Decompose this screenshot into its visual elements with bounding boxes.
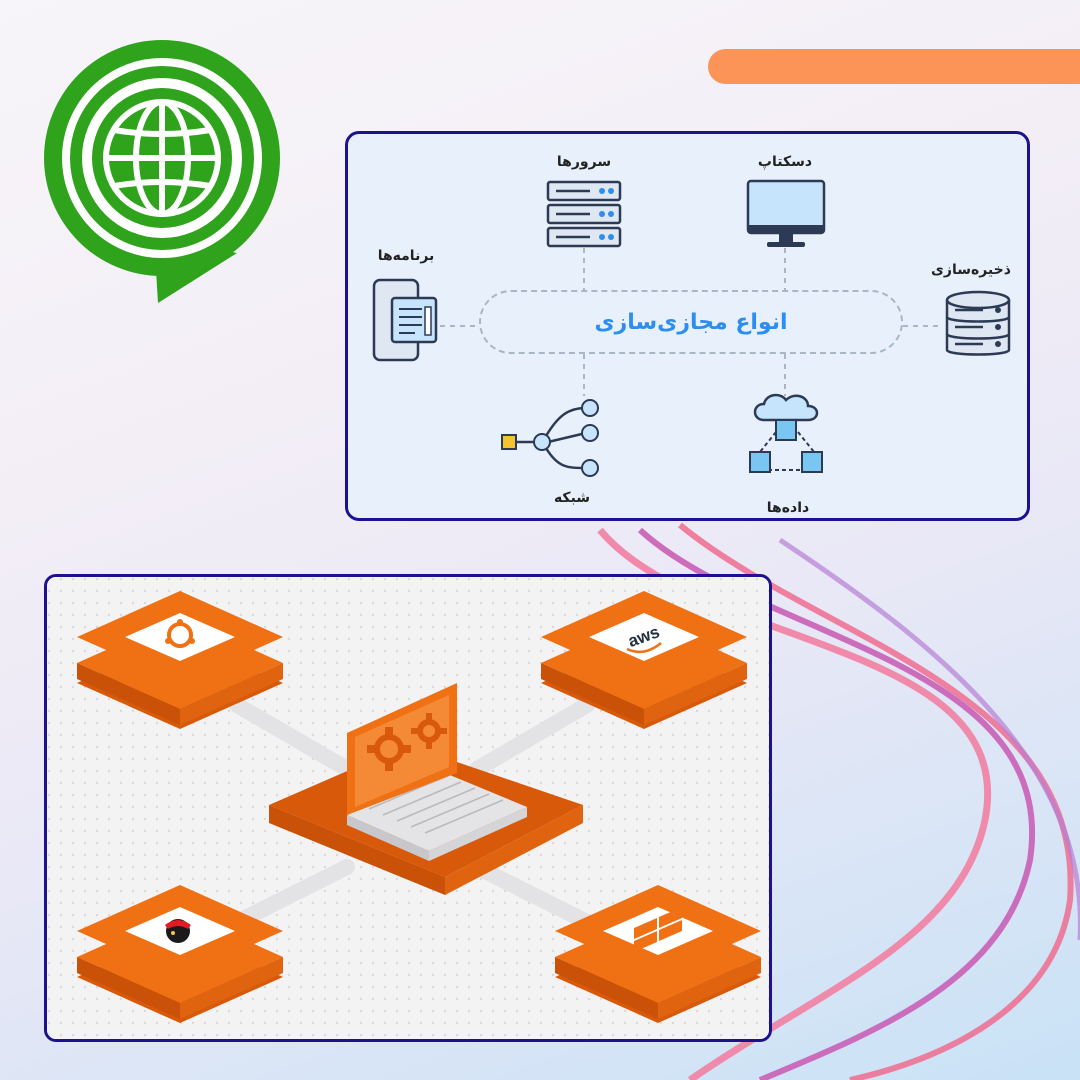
- redhat-platform: [77, 885, 283, 1023]
- data-label: داده‌ها: [766, 500, 810, 516]
- windows-platform: [555, 885, 761, 1023]
- desktop-monitor-icon: [746, 179, 826, 247]
- desktop-label: دسکتاپ: [757, 154, 813, 170]
- network-label: شبکه: [553, 490, 591, 506]
- ubuntu-platform: [77, 591, 283, 729]
- applications-phone-icon: [372, 278, 438, 362]
- network-tree-icon: [501, 399, 599, 477]
- servers-label: سرورها: [556, 154, 612, 170]
- data-cloud-cubes-icon: [749, 393, 823, 473]
- connector-lines: [440, 248, 938, 396]
- center-topic: انواع مجازی‌سازی: [479, 290, 903, 354]
- diagram-title: انواع مجازی‌سازی: [594, 309, 788, 335]
- laptop-gears-platform: [269, 683, 583, 895]
- virtualization-types-diagram: انواع مجازی‌سازی سرورها دسکتاپ برنامه‌ها: [345, 131, 1030, 521]
- storage-label: ذخیره‌سازی: [931, 262, 1011, 278]
- storage-database-icon: [945, 290, 1011, 356]
- orange-accent-bar: [708, 49, 1080, 84]
- globe-logo-icon: [44, 40, 280, 303]
- isometric-illustration: aws: [47, 577, 769, 1039]
- applications-label: برنامه‌ها: [377, 248, 435, 264]
- virtualization-platforms-illustration: aws: [44, 574, 772, 1042]
- server-stack-icon: [546, 180, 622, 248]
- aws-platform: aws: [541, 591, 747, 729]
